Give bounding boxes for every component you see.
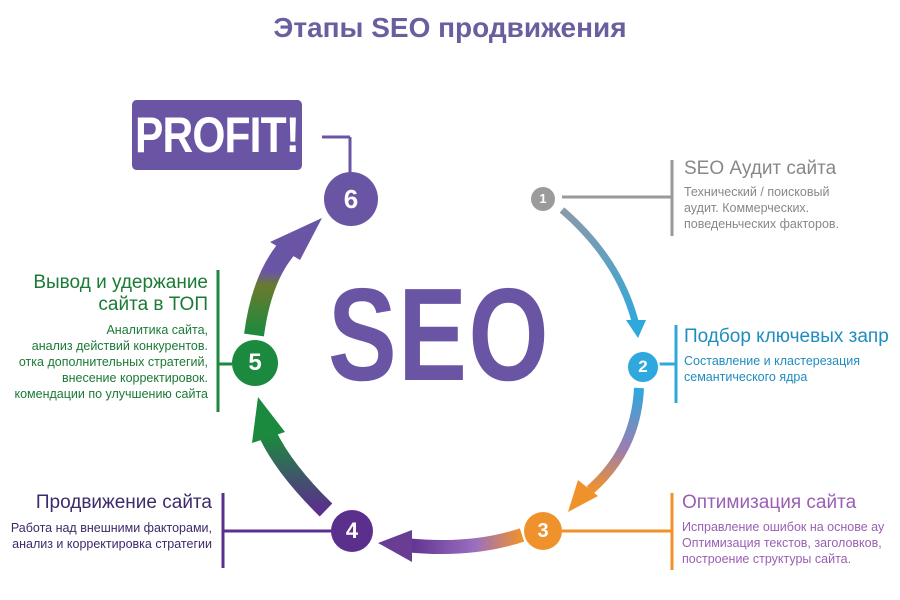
step-5-block: Вывод и удержание сайта в ТОП Аналитика …: [14, 272, 208, 402]
step-1-line: поведеньческих факторов.: [684, 217, 840, 231]
step-4-line: Работа над внешними факторами,: [10, 521, 212, 535]
step-5-title-line: Вывод и удержание: [33, 272, 208, 293]
step-1-title: SEO Аудит сайта: [684, 158, 837, 179]
step-1-block: SEO Аудит сайта Технический / поисковый …: [684, 158, 839, 232]
step-1-line: аудит. Коммерческих.: [684, 201, 810, 215]
step-2-circle: 2: [626, 350, 660, 384]
step-2-number: 2: [638, 357, 648, 376]
step-5-circle: 5: [232, 340, 278, 386]
step-5-line: анализ действий конкурентов.: [31, 339, 208, 353]
step-6-circle: 6: [324, 172, 378, 226]
profit-badge: PROFIT!: [132, 100, 302, 170]
step-2-line: семантического ядра: [684, 370, 808, 384]
step-4-block: Продвижение сайта Работа над внешними фа…: [11, 492, 212, 552]
step-5-title-line: сайта в ТОП: [98, 294, 208, 315]
step-1-circle: 1: [531, 187, 555, 211]
arrow-4-to-5: [259, 430, 333, 517]
seo-center-label: SEO: [328, 261, 551, 408]
step-1-line: Технический / поисковый: [684, 185, 830, 199]
step-5-number: 5: [248, 349, 262, 376]
arrow-1-to-2: [559, 207, 640, 326]
arrow-3-to-4: [404, 528, 525, 555]
page-title: Этапы SEO продвижения: [273, 12, 627, 43]
step-1-number: 1: [539, 191, 547, 206]
step-6-number: 6: [343, 184, 359, 214]
arrow-2-to-3: [586, 387, 644, 494]
step-4-circle: 4: [331, 510, 373, 552]
step-3-line: Оптимизация текстов, заголовков,: [682, 536, 882, 550]
step-5-line: отка дополнительных стратегий,: [18, 355, 208, 369]
step-4-line: анализ и корректировка стратегии: [12, 537, 212, 551]
step-4-title: Продвижение сайта: [35, 492, 212, 513]
step-3-title: Оптимизация сайта: [682, 492, 857, 513]
arrow-5-to-6: [244, 238, 298, 337]
step-5-line: Аналитика сайта,: [106, 323, 208, 337]
step-3-line: Исправление ошибок на основе ау: [682, 520, 885, 534]
step-5-line: комендации по улучшению сайта: [14, 387, 208, 401]
step-5-line: внесение корректировок.: [61, 371, 208, 385]
step-3-circle: 3: [524, 512, 562, 550]
step-3-line: построение структуры сайта.: [682, 552, 852, 566]
step-3-block: Оптимизация сайта Исправление ошибок на …: [682, 492, 884, 567]
step-2-block: Подбор ключевых запр Составление и класт…: [684, 326, 889, 385]
step-2-line: Составление и кластерезация: [684, 354, 860, 368]
step-2-title: Подбор ключевых запр: [684, 326, 889, 347]
step-4-number: 4: [345, 518, 359, 543]
step-3-number: 3: [537, 520, 549, 542]
